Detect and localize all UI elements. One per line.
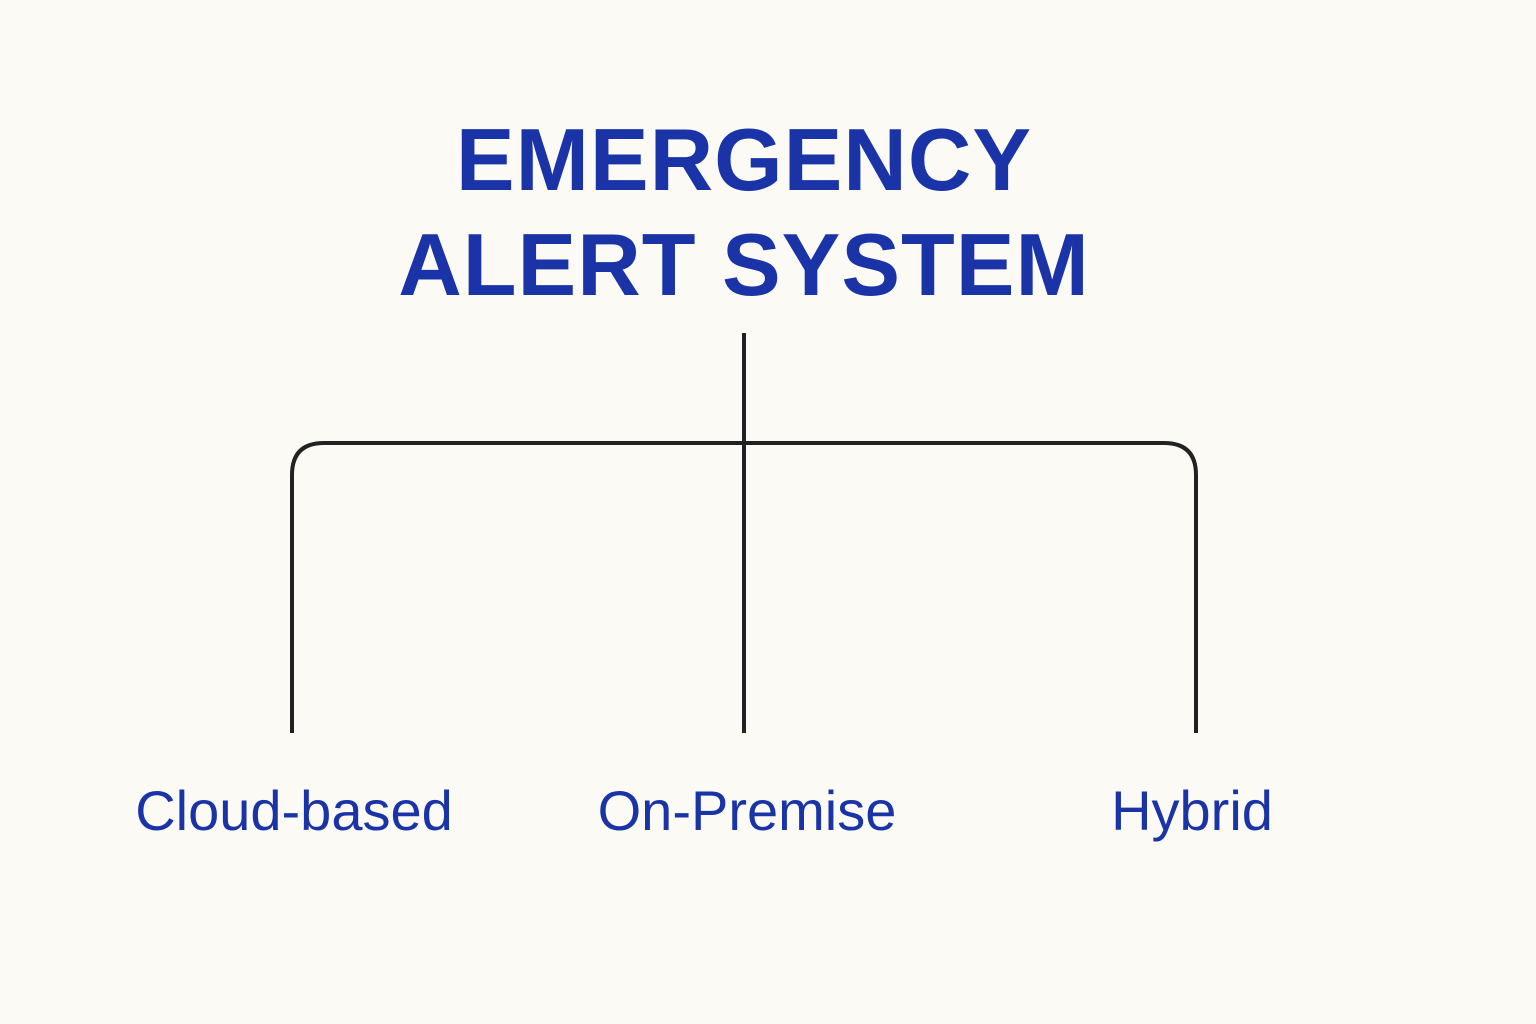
crossbar-connector <box>290 441 1198 733</box>
diagram-title-line-2: ALERT SYSTEM <box>398 215 1090 314</box>
branch-label-cloud-based: Cloud-based <box>135 779 453 842</box>
diagram-title-line-1: EMERGENCY <box>455 110 1033 209</box>
branch-label-on-premise: On-Premise <box>597 779 897 842</box>
branch-label-hybrid: Hybrid <box>1111 779 1273 842</box>
